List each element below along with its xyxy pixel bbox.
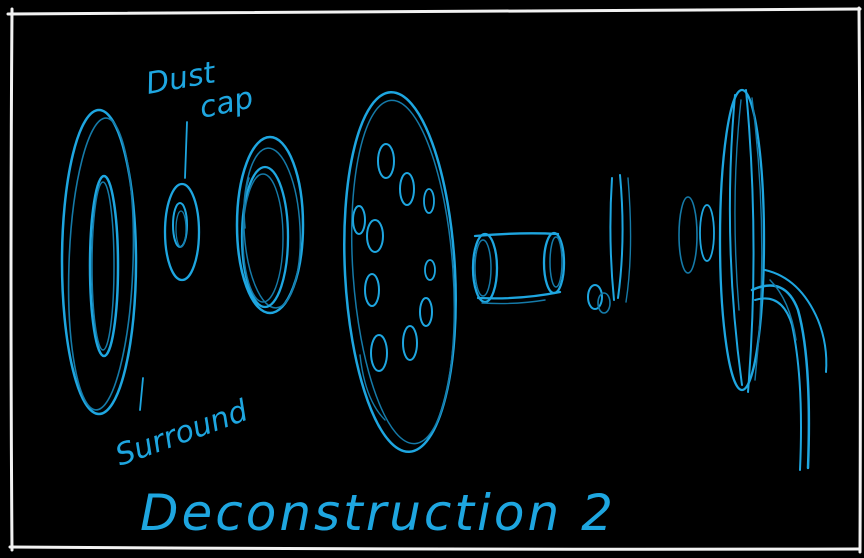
magnet-plate — [718, 88, 766, 393]
surround-ring — [60, 108, 138, 416]
dust-cap — [163, 182, 201, 282]
voice-coil — [471, 231, 566, 305]
leader-lines — [139, 121, 188, 411]
page-title: Deconstruction 2 — [140, 484, 616, 542]
sketch-frame — [6, 6, 862, 554]
cone-ring — [235, 135, 305, 315]
speaker-basket — [343, 90, 457, 454]
lead-wire — [750, 269, 828, 471]
spider-parts — [587, 174, 715, 314]
